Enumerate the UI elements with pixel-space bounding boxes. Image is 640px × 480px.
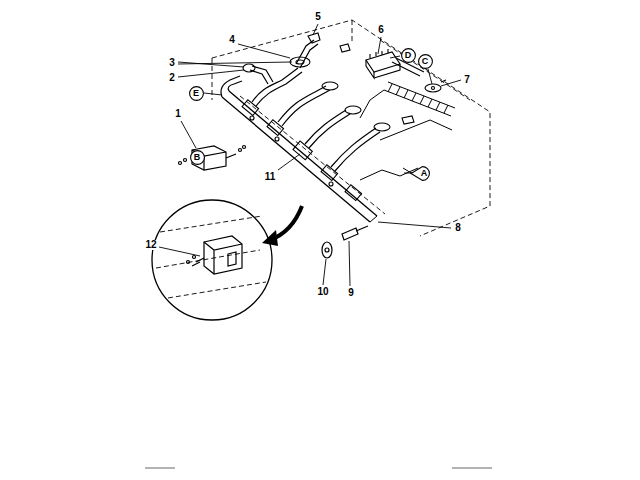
reference-letter: A [421,169,428,178]
reference-letter: D [405,51,412,60]
callout-number: 10 [316,287,329,297]
reference-letter: C [422,57,429,66]
reference-circle: B [190,150,205,165]
reference-tag: A [417,166,432,181]
callout-number: 11 [264,172,277,182]
reference-letter: E [193,89,199,98]
reference-circle: C [418,54,433,69]
callout-number: 3 [168,58,176,68]
reference-circle: D [401,48,416,63]
reference-circle: E [189,86,204,101]
callout-number: 1 [174,109,182,119]
callout-number: 8 [454,223,462,233]
callout-number: 4 [228,35,236,45]
callout-number: 9 [347,288,355,298]
callout-number: 7 [463,75,471,85]
callout-number: 5 [314,12,322,22]
callout-number: 2 [168,73,176,83]
callout-number: 6 [377,25,385,35]
callout-number: 12 [144,240,157,250]
reference-letter: B [194,153,201,162]
